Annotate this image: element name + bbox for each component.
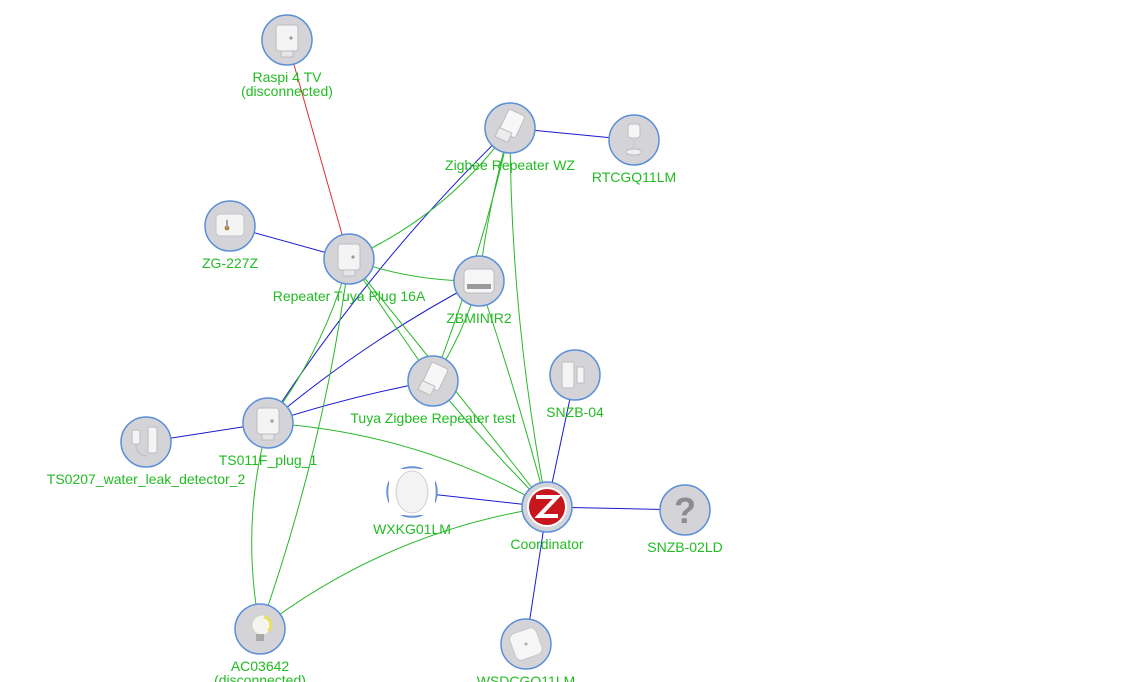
- unknown-device-icon: ?: [674, 490, 696, 531]
- door-sensor-icon: [561, 361, 585, 389]
- link-zbminir2-ts011f: [267, 280, 480, 424]
- device-node-ac03642[interactable]: AC03642(disconnected): [214, 603, 306, 682]
- node-label: WSDCGQ11LM: [477, 673, 576, 682]
- climate-sensor-icon: [509, 627, 543, 661]
- node-label: WXKG01LM: [373, 521, 451, 537]
- node-label: Tuya Zigbee Repeater test: [350, 410, 515, 426]
- device-node-ts0207[interactable]: TS0207_water_leak_detector_2: [47, 416, 246, 487]
- link-repeater_tuya-zigbee_repeater_wz: [348, 127, 511, 260]
- device-node-snzb02ld[interactable]: ? SNZB-02LD: [647, 484, 723, 555]
- nodes-layer: Raspi 4 TV(disconnected)Zigbee Repeater …: [47, 14, 723, 682]
- relay-module-icon: [463, 268, 495, 294]
- zigbee-logo-icon: [527, 487, 567, 527]
- smart-plug-icon: [275, 24, 299, 58]
- device-node-repeater-tuya[interactable]: Repeater Tuya Plug 16A: [273, 233, 426, 304]
- link-raspi-repeater_tuya: [286, 39, 350, 260]
- link-zbminir2-coordinator: [478, 280, 548, 508]
- repeater-icon: [417, 361, 449, 397]
- device-node-wxkg01lm[interactable]: WXKG01LM: [373, 466, 451, 537]
- svg-text:?: ?: [674, 490, 696, 531]
- node-label: Raspi 4 TV: [253, 69, 323, 85]
- node-label: Coordinator: [510, 536, 583, 552]
- node-label: ZG-227Z: [202, 255, 258, 271]
- node-circle: [659, 484, 711, 536]
- link-repeater_tuya-ac03642: [259, 258, 350, 630]
- smart-plug-icon: [337, 243, 361, 277]
- motion-sensor-icon: [625, 123, 643, 156]
- light-bulb-icon: [251, 614, 273, 641]
- node-label: ZBMINIR2: [446, 310, 512, 326]
- device-node-ts011f[interactable]: TS011F_plug_1: [219, 397, 318, 468]
- device-node-raspi[interactable]: Raspi 4 TV(disconnected): [241, 14, 333, 99]
- device-node-snzb04[interactable]: SNZB-04: [546, 349, 604, 420]
- device-node-rtcgq11lm[interactable]: RTCGQ11LM: [592, 114, 676, 185]
- water-leak-sensor-icon: [131, 426, 158, 457]
- device-node-coordinator[interactable]: Coordinator: [510, 481, 584, 552]
- node-label: RTCGQ11LM: [592, 169, 676, 185]
- link-repeater_tuya-ts011f: [267, 258, 350, 424]
- node-label: (disconnected): [241, 83, 333, 99]
- node-label: SNZB-04: [546, 404, 604, 420]
- device-node-zg227z[interactable]: ZG-227Z: [202, 200, 258, 271]
- node-circle: [549, 349, 601, 401]
- node-label: TS011F_plug_1: [219, 452, 318, 468]
- link-coordinator-ac03642: [259, 506, 548, 630]
- node-label: AC03642: [231, 658, 290, 674]
- temperature-sensor-icon: [215, 213, 245, 237]
- links-layer: [145, 39, 686, 645]
- link-zigbee_repeater_wz-coordinator: [509, 127, 548, 508]
- device-node-zbminir2[interactable]: ZBMINIR2: [446, 255, 512, 326]
- smart-plug-icon: [256, 407, 280, 441]
- device-node-zigbee-repeater-wz[interactable]: Zigbee Repeater WZ: [445, 102, 575, 173]
- node-label: TS0207_water_leak_detector_2: [47, 471, 246, 487]
- link-ts011f-coordinator: [267, 422, 548, 508]
- node-label: Zigbee Repeater WZ: [445, 157, 575, 173]
- node-label: Repeater Tuya Plug 16A: [273, 288, 426, 304]
- node-label: SNZB-02LD: [647, 539, 722, 555]
- repeater-icon: [494, 108, 526, 144]
- wireless-button-icon: [389, 469, 435, 515]
- node-label: (disconnected): [214, 672, 306, 682]
- device-node-wsdcgq11lm[interactable]: WSDCGQ11LM: [477, 618, 576, 682]
- node-circle: [120, 416, 172, 468]
- device-node-tuya-repeater-test[interactable]: Tuya Zigbee Repeater test: [350, 355, 516, 426]
